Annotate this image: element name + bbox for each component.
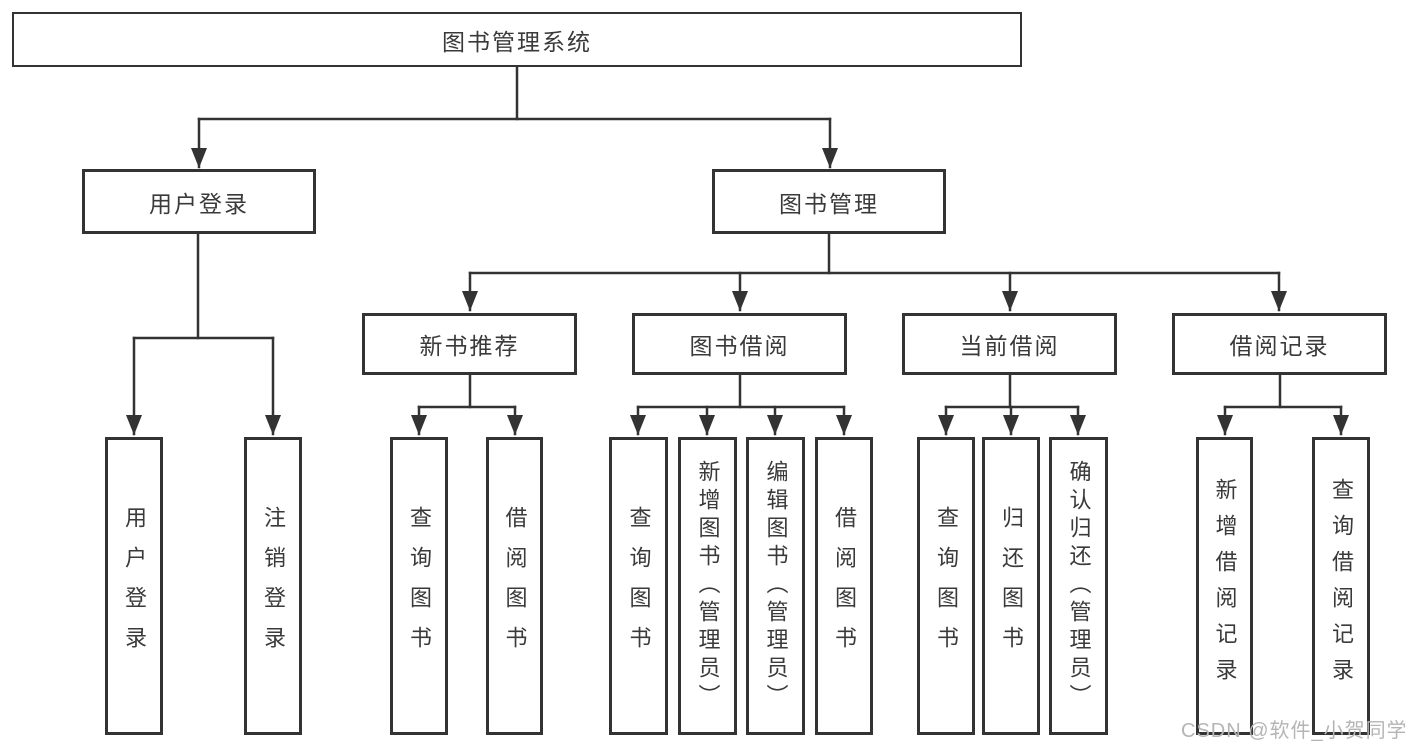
leaf-confirm-return-admin: 确认归还（管理员）	[1049, 437, 1108, 735]
leaf-user-login-label: 用户登录	[122, 506, 147, 666]
leaf-query-books-recommend-label: 查询图书	[407, 506, 432, 666]
leaf-add-borrow-record: 新增借阅记录	[1196, 437, 1253, 735]
leaf-query-books-current: 查询图书	[917, 437, 975, 735]
leaf-query-borrow-record-label: 查询借阅记录	[1329, 478, 1354, 694]
node-book-management: 图书管理	[712, 169, 946, 234]
node-root: 图书管理系统	[12, 12, 1022, 67]
node-user-login: 用户登录	[82, 169, 316, 234]
leaf-query-books-borrow-label: 查询图书	[626, 506, 652, 666]
leaf-add-borrow-record-label: 新增借阅记录	[1212, 478, 1238, 694]
node-current-borrow: 当前借阅	[902, 313, 1117, 375]
leaf-confirm-return-admin-label: 确认归还（管理员）	[1066, 460, 1092, 712]
leaf-query-books-current-label: 查询图书	[934, 506, 959, 666]
csdn-watermark: CSDN @软件_小贺同学	[1181, 720, 1405, 742]
leaf-borrow-books-label: 借阅图书	[832, 506, 857, 666]
node-borrow-record-label: 借阅记录	[1229, 333, 1330, 359]
leaf-query-books-borrow: 查询图书	[609, 437, 668, 735]
leaf-query-books-recommend: 查询图书	[390, 437, 448, 735]
node-root-label: 图书管理系统	[442, 28, 592, 55]
node-new-book-recommend: 新书推荐	[362, 313, 577, 375]
leaf-logout-label: 注销登录	[261, 506, 286, 666]
leaf-user-login: 用户登录	[105, 437, 163, 735]
leaf-logout: 注销登录	[244, 437, 302, 735]
node-borrow-record: 借阅记录	[1172, 313, 1387, 375]
leaf-borrow-books-recommend-label: 借阅图书	[502, 506, 528, 666]
node-book-management-label: 图书管理	[779, 190, 879, 217]
leaf-borrow-books-recommend: 借阅图书	[486, 437, 543, 735]
leaf-return-book-label: 归还图书	[999, 506, 1024, 666]
leaf-return-book: 归还图书	[982, 437, 1040, 735]
leaf-edit-book-admin-label: 编辑图书（管理员）	[763, 460, 789, 712]
leaf-query-borrow-record: 查询借阅记录	[1312, 437, 1370, 735]
node-user-login-label: 用户登录	[149, 190, 249, 217]
node-book-borrow: 图书借阅	[632, 313, 847, 375]
leaf-add-book-admin-label: 新增图书（管理员）	[695, 460, 721, 712]
node-new-book-recommend-label: 新书推荐	[419, 333, 520, 359]
leaf-add-book-admin: 新增图书（管理员）	[678, 437, 737, 735]
leaf-edit-book-admin: 编辑图书（管理员）	[746, 437, 805, 735]
leaf-borrow-books: 借阅图书	[815, 437, 873, 735]
node-book-borrow-label: 图书借阅	[689, 333, 790, 359]
node-current-borrow-label: 当前借阅	[959, 333, 1060, 359]
